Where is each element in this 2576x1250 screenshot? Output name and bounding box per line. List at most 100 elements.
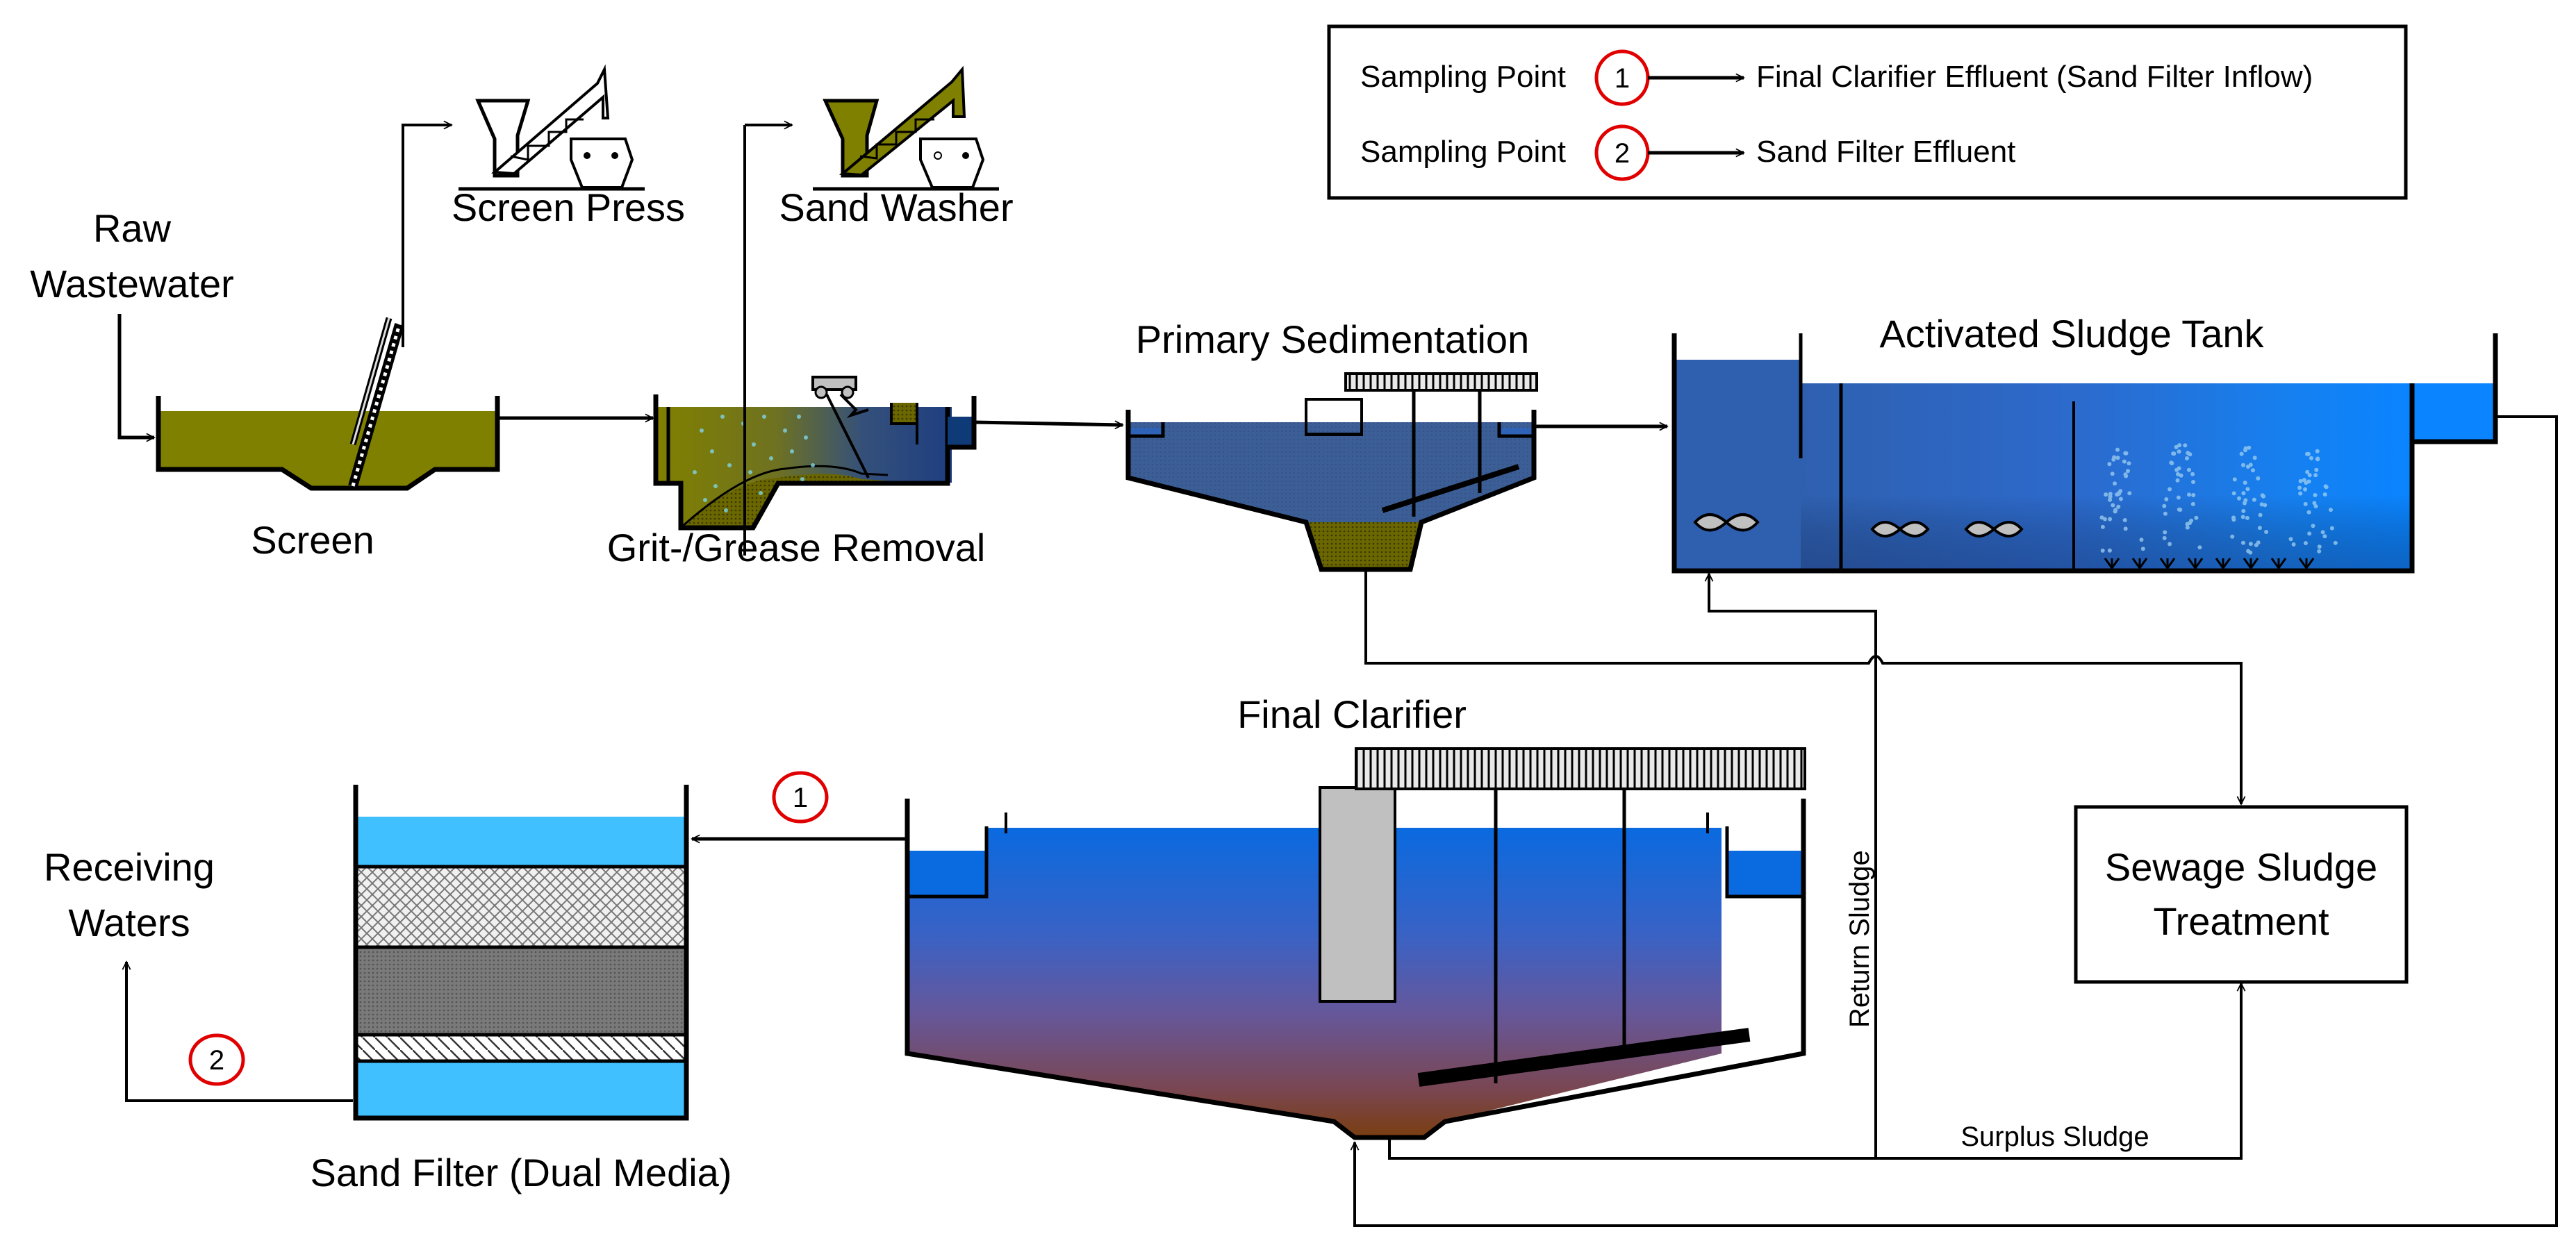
- air-bubble: [2122, 518, 2127, 522]
- air-bubble: [2333, 540, 2338, 545]
- air-bubble: [2140, 547, 2145, 551]
- filter-anthracite-layer: [356, 867, 686, 947]
- grit-tank-walls: [653, 394, 950, 531]
- air-bubble: [2309, 456, 2313, 460]
- primary-sedimentation-label: Primary Sedimentation: [1136, 317, 1529, 361]
- air-bubble: [2163, 511, 2168, 516]
- air-bubble: [2183, 443, 2188, 448]
- air-bubble: [2123, 526, 2128, 531]
- air-bubble: [2239, 451, 2244, 456]
- air-bubble: [2240, 515, 2245, 519]
- sampling-point-2-icon: [188, 1033, 245, 1086]
- container-dot: [934, 151, 942, 160]
- legend-description-1: Final Clarifier Effluent (Sand Filter In…: [1756, 60, 2313, 94]
- air-bubble: [2110, 472, 2115, 476]
- screen-press-icon: Screen Press: [452, 64, 685, 229]
- air-bubble: [2251, 468, 2255, 473]
- activated-sludge-label: Activated Sludge Tank: [1879, 312, 2264, 356]
- diffuser-icon: [2131, 558, 2148, 570]
- air-bubble: [2162, 535, 2167, 540]
- legend-description-2: Sand Filter Effluent: [1756, 135, 2015, 169]
- clarifier-center-well: [1319, 786, 1396, 1003]
- air-bubble: [2107, 548, 2112, 553]
- primary-scraper-blade: [1381, 464, 1520, 513]
- air-bubble: [2241, 462, 2245, 467]
- air-bubble: [2175, 478, 2180, 483]
- screen-press-container: [570, 138, 634, 189]
- filter-top-water: [356, 817, 686, 867]
- ast-water-shade: [1801, 383, 2411, 569]
- primary-water: [1128, 422, 1534, 569]
- air-bubble: [2302, 478, 2306, 483]
- filter-bottom-water: [356, 1061, 686, 1118]
- legend-number-1: 1: [1615, 63, 1630, 94]
- primary-inlet-channel: [1128, 428, 1163, 436]
- air-bubble: [2115, 492, 2120, 497]
- legend-box: Sampling Point 1 Final Clarifier Effluen…: [1327, 24, 2408, 200]
- air-bubble: [2261, 494, 2265, 499]
- clarifier-right-channel: [1727, 851, 1803, 897]
- air-bubble: [2124, 451, 2129, 456]
- air-bubble: [2113, 509, 2117, 514]
- air-bubble: [2177, 449, 2181, 454]
- air-bubble: [2186, 451, 2190, 456]
- air-bubble: [2108, 517, 2113, 522]
- air-bubble: [2322, 534, 2327, 539]
- air-bubble: [2113, 481, 2117, 486]
- legend-row-1: Sampling Point 1 Final Clarifier Effluen…: [1360, 49, 2313, 106]
- air-bubble: [2243, 446, 2248, 451]
- air-bubble: [2164, 497, 2169, 501]
- sand-filter-label: Sand Filter (Dual Media): [311, 1151, 732, 1194]
- air-bubble: [2111, 457, 2116, 462]
- air-bubble: [2243, 481, 2247, 485]
- grit-to-primary-pipe: [973, 422, 1123, 425]
- activated-sludge-unit: Activated Sludge Tank: [1671, 312, 2498, 574]
- air-bubble: [2174, 467, 2179, 472]
- air-bubble: [2116, 504, 2121, 509]
- screen-unit: Screen: [156, 317, 500, 562]
- grit-surface-line: [682, 465, 889, 528]
- ast-anoxic-inlet-zone: [1674, 360, 1801, 569]
- air-bubble: [2172, 451, 2177, 456]
- air-bubble: [2127, 491, 2132, 496]
- filter-effluent-pipe: [126, 962, 353, 1102]
- mixer-icon: [1693, 513, 1760, 532]
- air-bubble: [2259, 502, 2264, 507]
- sand-filter-unit: Sand Filter (Dual Media): [311, 785, 732, 1194]
- primary-sludge-hopper: [1306, 522, 1421, 569]
- sampling-point-1-marker: 1: [772, 771, 829, 824]
- container-dot: [584, 152, 591, 159]
- screen-press-label: Screen Press: [452, 185, 685, 229]
- air-bubble: [2256, 476, 2261, 481]
- air-bubble: [2241, 540, 2245, 545]
- surplus-sludge-label: Surplus Sludge: [1960, 1122, 2149, 1152]
- air-bubble: [2313, 493, 2318, 497]
- air-bubble: [2243, 498, 2248, 503]
- air-bubble: [2313, 504, 2318, 508]
- diffuser-icon: [2215, 558, 2231, 570]
- air-bubble: [2102, 517, 2107, 522]
- final-clarifier-label: Final Clarifier: [1237, 692, 1467, 736]
- sampling-point-2-marker: 2: [188, 1033, 245, 1086]
- air-bubble: [2100, 548, 2105, 553]
- diffuser-icon: [2187, 558, 2204, 570]
- trolley-wheel: [841, 385, 854, 399]
- clarifier-left-weir: [907, 826, 989, 899]
- sewage-sludge-label-line1: Sewage Sludge: [2105, 845, 2377, 889]
- air-bubble: [2258, 512, 2263, 517]
- air-bubble: [2169, 460, 2174, 465]
- air-bubble: [2246, 549, 2251, 553]
- air-bubble: [2252, 497, 2256, 502]
- grit-air-bubbles: [693, 415, 815, 512]
- air-bubble: [2307, 531, 2312, 536]
- air-bubble: [2176, 495, 2181, 500]
- diffuser-icon: [2243, 558, 2259, 570]
- diffuser-icon: [2104, 558, 2120, 570]
- air-bubble: [2241, 508, 2246, 513]
- air-bubble: [2298, 491, 2303, 496]
- air-bubble: [2231, 517, 2236, 522]
- air-bubble: [2257, 526, 2262, 531]
- receiving-waters-label-line2: Waters: [68, 901, 190, 944]
- air-bubble: [2263, 503, 2268, 508]
- sampling-point-1-number: 1: [793, 783, 808, 813]
